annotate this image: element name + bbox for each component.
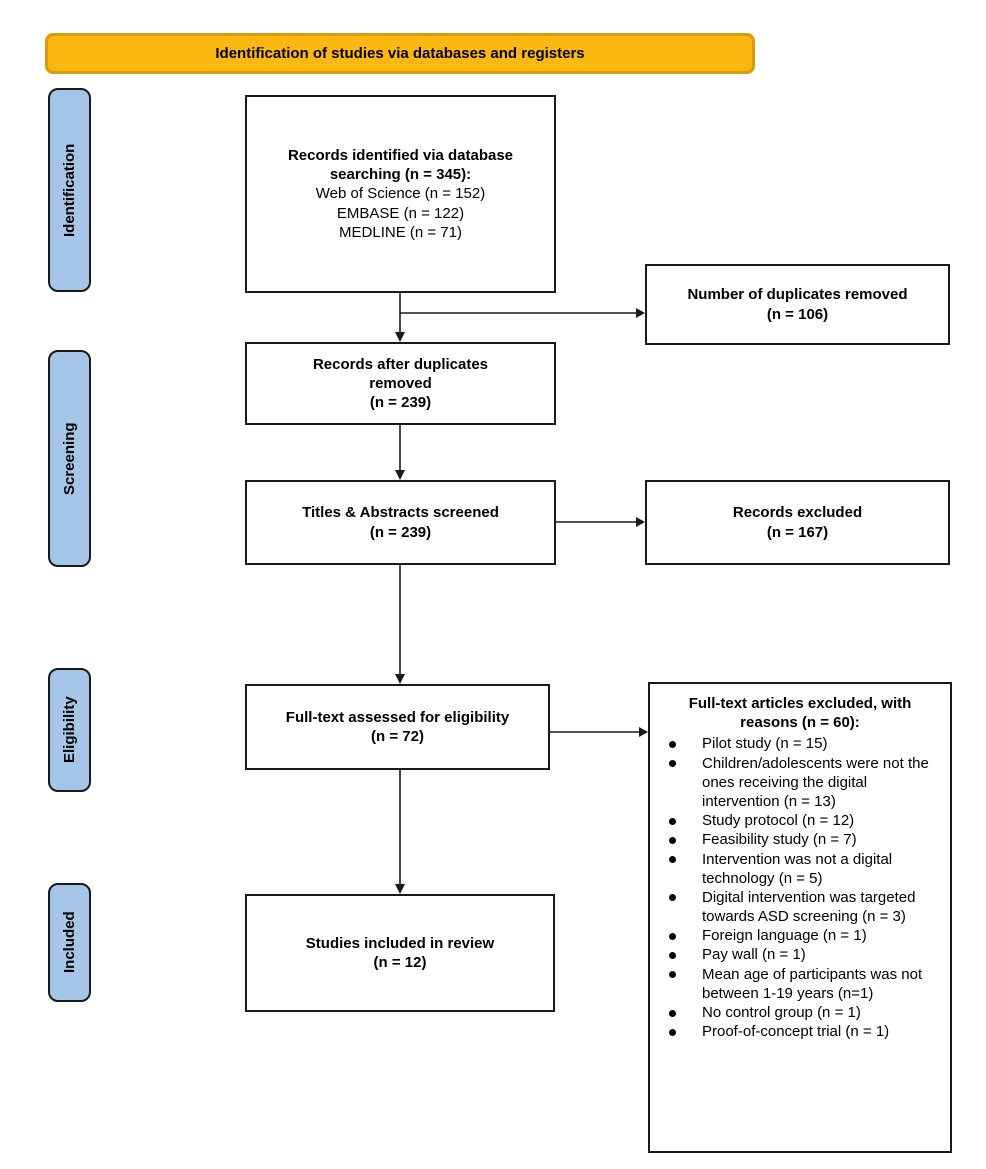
studies-included-text: Studies included in review (n = 12) [305,934,495,971]
fulltext-excluded-box: Full-text articles excluded, with reason… [648,682,952,1153]
records-excluded-box: Records excluded (n = 167) [645,480,950,565]
banner-title: Identification of studies via databases … [45,33,755,74]
arrow-screened-to-fulltext [395,565,405,684]
arrow-identified-to-after-duplicates [395,293,405,342]
after-duplicates-text: Records after duplicates removed (n = 23… [312,355,489,412]
exclusion-reason-item: Intervention was not a digital technolog… [656,850,944,888]
arrow-after-duplicates-to-screened [395,425,405,480]
fulltext-excluded-title: Full-text articles excluded, with reason… [688,695,912,732]
stage-label-identification: Identification [48,88,91,292]
duplicates-removed-text: Number of duplicates removed (n = 106) [687,286,908,323]
stage-label-eligibility: Eligibility [48,668,91,792]
exclusion-reason-item: No control group (n = 1) [656,1003,944,1022]
exclusion-reason-item: Children/adolescents were not the ones r… [656,754,944,812]
exclusion-reason-item: Proof-of-concept trial (n = 1) [656,1022,944,1041]
records-identified-title: Records identified via database searchin… [287,147,514,184]
records-excluded-text: Records excluded (n = 167) [732,504,863,541]
stage-label-screening: Screening [48,350,91,567]
records-identified-sources: Web of Science (n = 152) EMBASE (n = 122… [315,185,486,241]
exclusion-reason-item: Pay wall (n = 1) [656,945,944,964]
records-identified-box: Records identified via database searchin… [245,95,556,293]
stage-label-included: Included [48,883,91,1002]
exclusion-reason-item: Study protocol (n = 12) [656,811,944,830]
exclusion-reason-item: Mean age of participants was not between… [656,965,944,1003]
arrow-fulltext-to-included [395,770,405,894]
fulltext-assessed-box: Full-text assessed for eligibility (n = … [245,684,550,770]
exclusion-reason-item: Digital intervention was targeted toward… [656,888,944,926]
exclusion-reason-item: Foreign language (n = 1) [656,926,944,945]
titles-abstracts-screened-box: Titles & Abstracts screened (n = 239) [245,480,556,565]
exclusion-reason-item: Feasibility study (n = 7) [656,830,944,849]
arrow-identified-to-duplicates [400,308,645,318]
titles-abstracts-screened-text: Titles & Abstracts screened (n = 239) [302,504,499,541]
fulltext-excluded-reasons-list: Pilot study (n = 15)Children/adolescents… [656,734,944,1041]
arrow-screened-to-records-excluded [556,517,645,527]
studies-included-box: Studies included in review (n = 12) [245,894,555,1012]
duplicates-removed-box: Number of duplicates removed (n = 106) [645,264,950,345]
after-duplicates-box: Records after duplicates removed (n = 23… [245,342,556,425]
fulltext-assessed-text: Full-text assessed for eligibility (n = … [285,708,510,745]
exclusion-reason-item: Pilot study (n = 15) [656,734,944,753]
arrow-fulltext-to-fulltext-excluded [550,727,648,737]
